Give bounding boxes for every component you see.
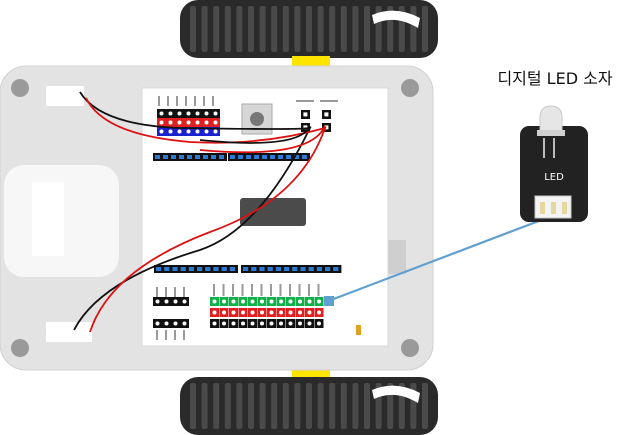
signal-pin [324,296,334,306]
track-tread [340,383,347,429]
track-tread [213,383,220,429]
track-tread [224,383,231,429]
track-tread [294,6,301,52]
track-tread [236,6,243,52]
track-tread [236,383,243,429]
track-tread [224,6,231,52]
track-tread [213,6,220,52]
top-axle-mark [292,56,330,66]
track-tread [422,6,428,52]
track-tread [329,6,336,52]
bottom-track [180,368,438,435]
female-header [228,153,310,161]
track-tread [271,6,278,52]
screw-hole [401,79,419,97]
black-wire [73,91,312,331]
track-tread [190,383,196,429]
track-tread [364,6,370,52]
track-tread [306,383,312,429]
track-tread [329,383,336,429]
microcontroller-chip [240,198,306,226]
track-tread [364,383,370,429]
track-tread [317,383,324,429]
track-tread [259,383,266,429]
battery-connector-bottom [46,322,92,342]
track-tread [294,383,301,429]
track-tread [282,6,289,52]
track-tread [340,6,347,52]
screw-hole [401,339,419,357]
female-header [241,265,342,273]
screw-hole [11,339,29,357]
screw-hole [11,79,29,97]
power-wires [73,91,327,333]
track-tread [282,383,289,429]
track-tread [201,6,208,52]
track-tread [410,6,417,52]
track-tread [306,6,312,52]
battery-connector-top [46,86,84,106]
track-tread [422,383,428,429]
controller-board [141,87,389,347]
track-tread [352,6,359,52]
signal-wire [330,214,553,302]
module-label: LED [544,172,564,183]
track-tread [317,6,324,52]
track-tread [271,383,278,429]
led-bulb [537,105,565,136]
track-tread [248,383,254,429]
track-tread [190,6,196,52]
female-header [154,265,238,273]
top-track [180,0,438,66]
track-tread [201,383,208,429]
track-tread [259,6,266,52]
led-module: LED [520,126,588,222]
track-tread [352,383,359,429]
track-tread [248,6,254,52]
component-title: 디지털 LED 소자 [497,69,612,88]
